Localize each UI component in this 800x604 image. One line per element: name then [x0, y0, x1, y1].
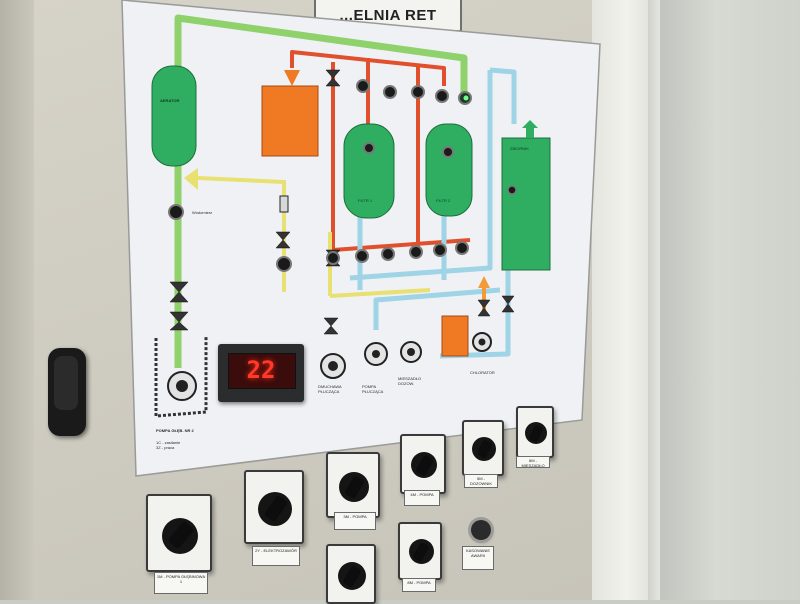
button-tag: KASOWANIE AWARII	[462, 546, 494, 570]
well-outline	[154, 336, 208, 418]
meter-label: Wodomierz	[192, 210, 213, 215]
reservoir-tank	[501, 137, 551, 271]
cabinet-side	[0, 0, 34, 600]
filter1-label: FILTR 1	[358, 198, 373, 203]
aerator-label: AERATOR	[160, 98, 180, 103]
pump-well-label: POMPA GŁĘB. NR 2	[156, 428, 194, 433]
sensor-icon	[279, 195, 289, 213]
rotary-switch-8[interactable]	[398, 522, 442, 580]
rotary-switch-3[interactable]	[326, 452, 380, 518]
rotary-switch-4[interactable]	[400, 434, 446, 494]
rotary-switch-2[interactable]	[244, 470, 304, 544]
wall	[660, 0, 800, 600]
switch-tag-1: 1M - POMPA GŁĘBINOWA 1	[154, 572, 208, 594]
filter-tank-1	[343, 123, 395, 219]
orange-dosing-unit	[441, 315, 469, 357]
switch-tag-2: 2Y - ELEKTROZAWÓR	[252, 546, 300, 566]
filter2-label: FILTR 2	[436, 198, 451, 203]
handle-grip-icon	[54, 356, 78, 410]
reservoir-arrow-icon	[522, 120, 538, 138]
indicator-lamps	[168, 79, 517, 272]
switch-tag-3: 3M - POMPA	[334, 512, 376, 530]
pump-icons	[167, 332, 492, 401]
display-value: 22	[246, 356, 276, 384]
orange-unit	[261, 85, 319, 157]
chlorinator-label: CHLORATOR	[470, 370, 495, 375]
rotary-switch-6[interactable]	[516, 406, 554, 458]
pump-well-states: 1C - zasilanie 3Z - praca	[156, 440, 181, 450]
green-pipe	[174, 14, 468, 368]
reservoir-label: ZBIORNIK	[510, 146, 529, 151]
filter-tank-2	[425, 123, 473, 217]
rotary-switch-1[interactable]	[146, 494, 212, 572]
switch-tag-8: 8M - POMPA	[402, 578, 436, 592]
switch-tag-6: 6M - MIESZADŁO	[516, 456, 550, 468]
orange-arrow-down-icon	[284, 70, 300, 86]
display-window	[228, 353, 296, 389]
rotary-switch-5[interactable]	[462, 420, 504, 476]
switch-tag-5: 5M - DOZOWNIK	[464, 474, 498, 488]
rotary-switch-7[interactable]	[326, 544, 376, 604]
switch-tag-4: 4M - POMPA	[404, 490, 440, 506]
yellow-arrow-icon	[184, 168, 198, 190]
pump-feed-label: POMPA PŁUCZĄCA	[362, 384, 384, 394]
pump-mix-label: MIESZADŁO DOZOW.	[398, 376, 422, 386]
door-frame-edge	[648, 0, 662, 600]
aerator-tank	[151, 65, 197, 167]
pump-wash-label: DMUCHAWA PŁUCZĄCA	[318, 384, 342, 394]
orange-arrow-icon	[478, 276, 490, 288]
reset-push-button[interactable]	[471, 520, 491, 540]
